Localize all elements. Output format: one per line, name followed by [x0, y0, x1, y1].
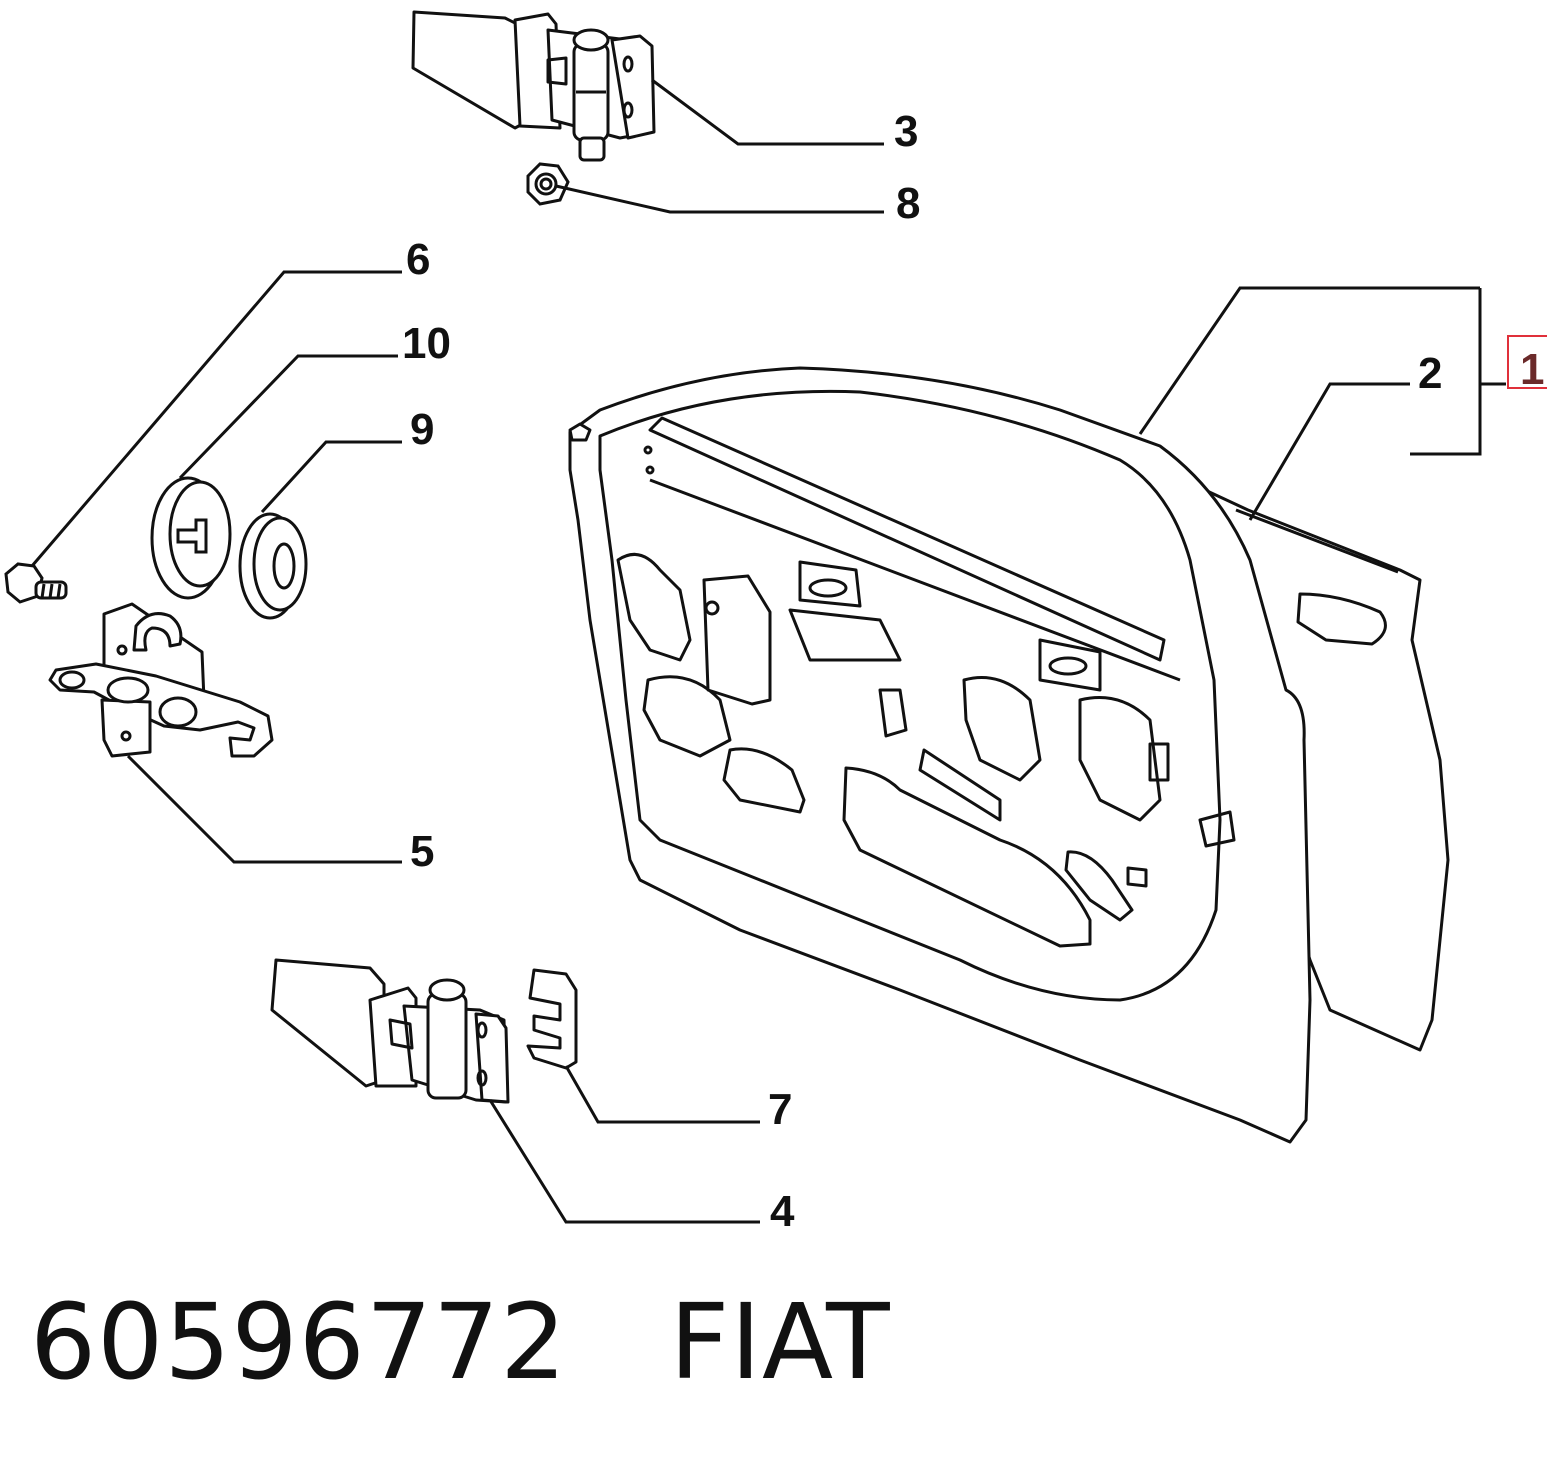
callout-4: 4 [770, 1187, 795, 1236]
bolt-part-6 [6, 564, 66, 602]
leader-line-2-a [1138, 286, 1480, 435]
part-number: 60596772 [30, 1281, 568, 1403]
callout-5: 5 [410, 827, 434, 876]
callout-10: 10 [402, 319, 451, 368]
leader-line-5 [126, 754, 402, 864]
callout-8: 8 [896, 179, 920, 228]
leader-line-7 [564, 1065, 760, 1124]
leader-line-6 [30, 270, 402, 567]
leader-lines [30, 78, 1506, 1224]
brand-name: FIAT [669, 1281, 891, 1403]
callout-1: 1 [1520, 345, 1544, 394]
seal-ring-part-9 [240, 514, 306, 618]
leader-line-2-b [1248, 382, 1410, 521]
part-caption: 60596772 FIAT [30, 1290, 891, 1394]
leader-line-group [1410, 288, 1482, 456]
upper-hinge-part-3 [413, 12, 654, 160]
lower-hinge-part-4 [272, 960, 508, 1102]
leader-line-9 [260, 440, 402, 514]
callout-3: 3 [894, 107, 918, 156]
shim-plate-part-7 [528, 970, 576, 1068]
callout-7: 7 [768, 1085, 792, 1134]
callout-2: 2 [1418, 349, 1442, 398]
callout-9: 9 [410, 405, 434, 454]
nut-part-8 [528, 164, 568, 204]
callout-6: 6 [406, 235, 430, 284]
leader-line-10 [178, 354, 398, 480]
grommet-part-10 [152, 478, 230, 598]
callout-1-box [1507, 335, 1547, 389]
door-shell-part-1-2 [570, 368, 1448, 1142]
leader-line-3 [651, 78, 884, 146]
door-check-part-5 [50, 604, 272, 756]
leader-line-4 [488, 1099, 760, 1224]
leader-line-8 [555, 184, 884, 214]
